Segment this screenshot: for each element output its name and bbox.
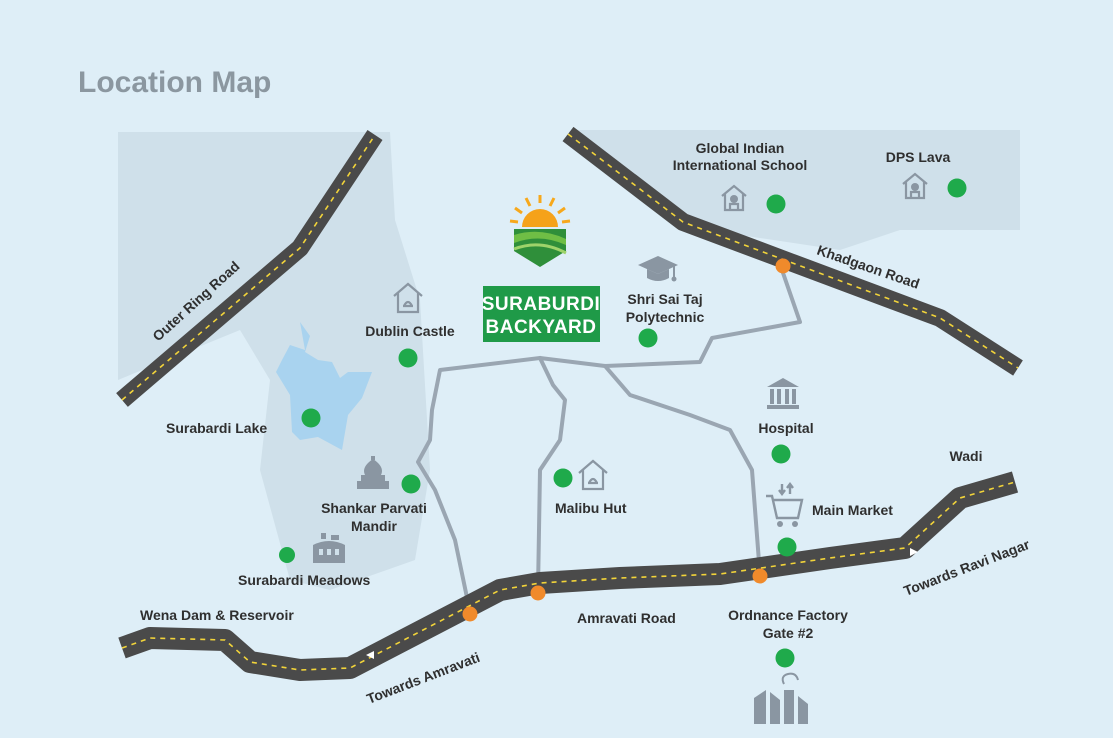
factory-icon <box>754 672 808 724</box>
label-lake: Surabardi Lake <box>166 420 267 436</box>
label-meadows: Surabardi Meadows <box>238 572 370 588</box>
cottage-icon <box>313 533 345 563</box>
connector-roads <box>416 268 802 614</box>
label-wena: Wena Dam & Reservoir <box>140 607 294 623</box>
khadgaon-road <box>562 126 1023 376</box>
poi-marker-malibu <box>553 468 573 488</box>
temple-icon <box>357 456 389 489</box>
label-shankar-1: Shankar Parvati <box>321 500 427 516</box>
brand-line1: SURABURDI <box>482 294 601 315</box>
label-main-market: Main Market <box>812 502 893 518</box>
label-dps: DPS Lava <box>886 149 951 165</box>
label-shri-sai-2: Polytechnic <box>626 309 705 325</box>
label-wadi: Wadi <box>950 448 983 464</box>
label-global-school-1: Global Indian <box>696 140 785 156</box>
house-icon <box>578 459 608 491</box>
house-icon <box>393 282 423 314</box>
brand-badge <box>483 286 600 342</box>
shopping-cart-icon <box>766 482 804 527</box>
bank-icon <box>767 378 799 409</box>
poi-markers <box>279 178 967 668</box>
surabardi-lake-shape <box>276 322 372 450</box>
junction-marker <box>752 568 768 584</box>
direction-arrow-east-icon <box>910 548 918 556</box>
junction-marker <box>530 585 546 601</box>
junction-marker <box>462 606 478 622</box>
poi-marker-hospital <box>771 444 791 464</box>
poi-marker-global-school <box>766 194 786 214</box>
label-malibu: Malibu Hut <box>555 500 627 516</box>
school-icon <box>721 184 747 212</box>
poi-marker-dps <box>947 178 967 198</box>
label-shankar-2: Mandir <box>351 518 397 534</box>
road-label-amravati: Amravati Road <box>577 610 676 626</box>
poi-marker-meadows <box>279 547 295 563</box>
poi-marker-ordnance <box>775 648 795 668</box>
poi-marker-main-market <box>777 537 797 557</box>
north-east-zone <box>575 130 1020 250</box>
junctions <box>462 258 791 622</box>
label-dublin: Dublin Castle <box>365 323 455 339</box>
label-shri-sai-1: Shri Sai Taj <box>627 291 702 307</box>
sunrise-farm-logo-icon <box>509 195 571 267</box>
poi-marker-shri-sai <box>638 328 658 348</box>
direction-arrow-west-icon <box>366 651 374 659</box>
page-title: Location Map <box>78 66 271 99</box>
school-icon <box>902 172 928 200</box>
poi-marker-lake <box>301 408 321 428</box>
outer-ring-road <box>116 130 383 407</box>
label-ordnance-1: Ordnance Factory <box>728 607 848 623</box>
west-zone <box>118 132 430 590</box>
brand-line2: BACKYARD <box>486 317 597 338</box>
poi-marker-dublin <box>398 348 418 368</box>
label-ordnance-2: Gate #2 <box>763 625 814 641</box>
junction-marker <box>775 258 791 274</box>
poi-marker-shankar <box>401 474 421 494</box>
graduation-cap-icon <box>638 256 678 282</box>
label-hospital: Hospital <box>758 420 813 436</box>
label-global-school-2: International School <box>673 157 808 173</box>
amravati-road <box>118 471 1019 681</box>
